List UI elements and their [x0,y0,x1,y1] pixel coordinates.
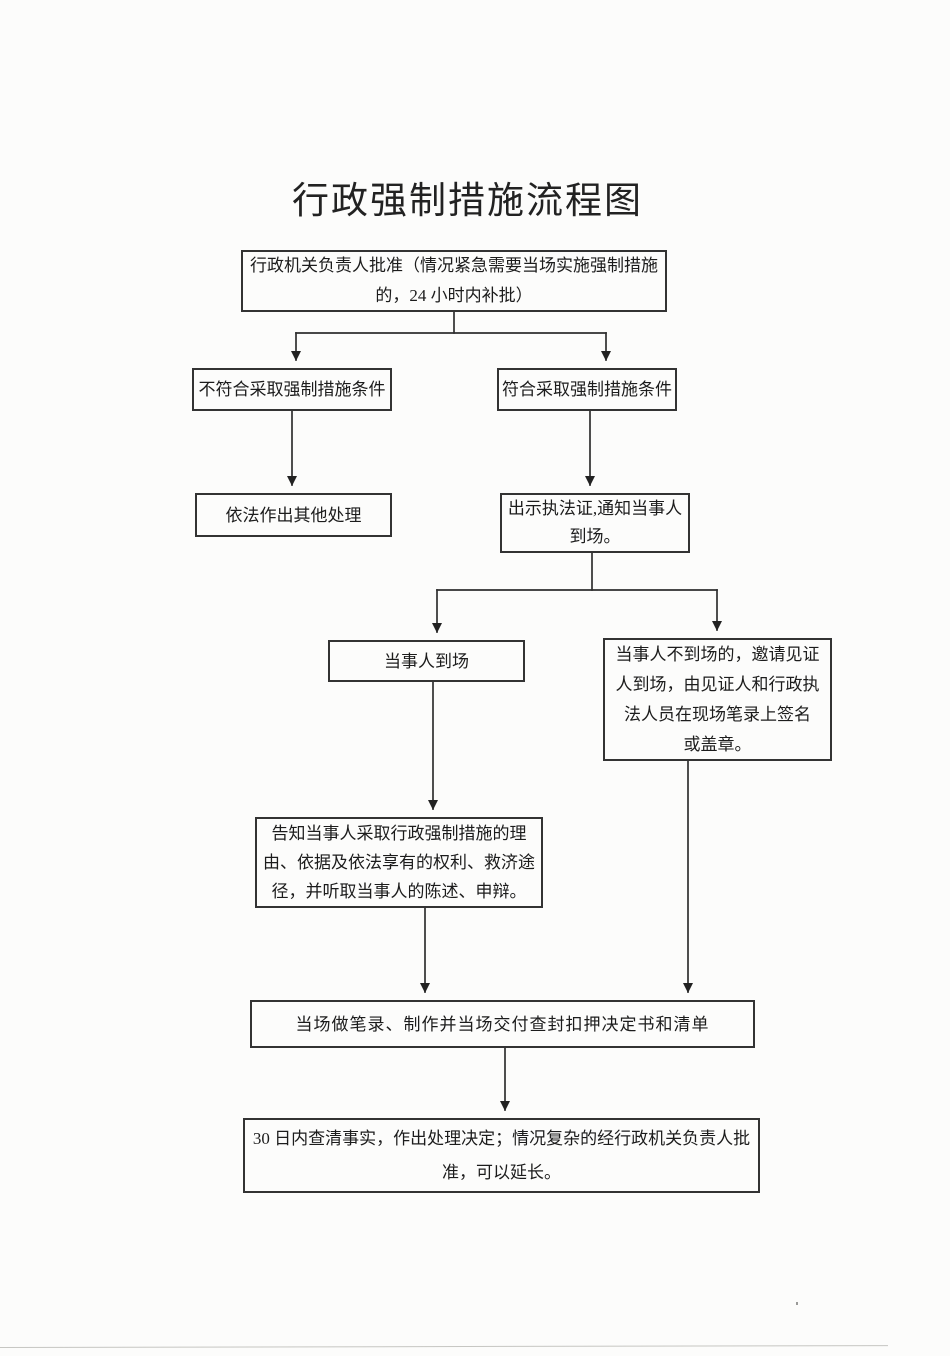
page-title: 行政强制措施流程图 [292,181,643,222]
node-inform-party-text: 径，并听取当事人的陈述、申辩。 [271,882,527,901]
node-party-absent-text: 当事人不到场的，邀请见证 [615,644,820,664]
node-approval: 行政机关负责人批准（情况紧急需要当场实施强制措施 的，24 小时内补批） [241,250,667,312]
scan-artifact-line [0,1345,888,1348]
node-make-record-text: 当场做笔录、制作并当场交付查封扣押决定书和清单 [295,1014,710,1034]
node-party-absent: 当事人不到场的，邀请见证 人到场，由见证人和行政执 法人员在现场笔录上签名 或盖… [603,638,832,761]
node-inform-party-text: 告知当事人采取行政强制措施的理 [271,824,527,843]
node-meet-conditions: 符合采取强制措施条件 [497,368,677,411]
node-show-certificate-text: 到场。 [569,527,621,546]
node-party-absent-text: 法人员在现场笔录上签名 [624,704,811,724]
node-inform-party: 告知当事人采取行政强制措施的理 由、依据及依法享有的权利、救济途 径，并听取当事… [255,817,543,908]
node-final-decision: 30 日内查清事实，作出处理决定；情况复杂的经行政机关负责人批 准，可以延长。 [243,1118,760,1193]
node-other-handling: 依法作出其他处理 [195,493,392,537]
node-show-certificate-text: 出示执法证,通知当事人 [507,499,683,518]
node-approval-text: 的，24 小时内补批） [375,286,533,305]
scan-artifact-dot [796,1302,798,1305]
node-make-record: 当场做笔录、制作并当场交付查封扣押决定书和清单 [250,1000,755,1048]
node-not-meet-conditions: 不符合采取强制措施条件 [192,368,392,411]
node-other-handling-text: 依法作出其他处理 [225,505,362,525]
node-meet-conditions-text: 符合采取强制措施条件 [502,380,672,399]
node-final-decision-text: 准，可以延长。 [442,1162,561,1182]
node-not-meet-conditions-text: 不符合采取强制措施条件 [198,380,386,399]
node-party-present-text: 当事人到场 [384,651,469,671]
node-party-present: 当事人到场 [328,640,525,682]
node-final-decision-text: 30 日内查清事实，作出处理决定；情况复杂的经行政机关负责人批 [252,1128,751,1148]
node-show-certificate: 出示执法证,通知当事人 到场。 [500,493,690,553]
node-approval-text: 行政机关负责人批准（情况紧急需要当场实施强制措施 [250,256,658,275]
node-party-absent-text: 或盖章。 [683,734,752,754]
node-inform-party-text: 由、依据及依法享有的权利、救济途 [263,853,535,872]
node-party-absent-text: 人到场，由见证人和行政执 [615,674,820,694]
